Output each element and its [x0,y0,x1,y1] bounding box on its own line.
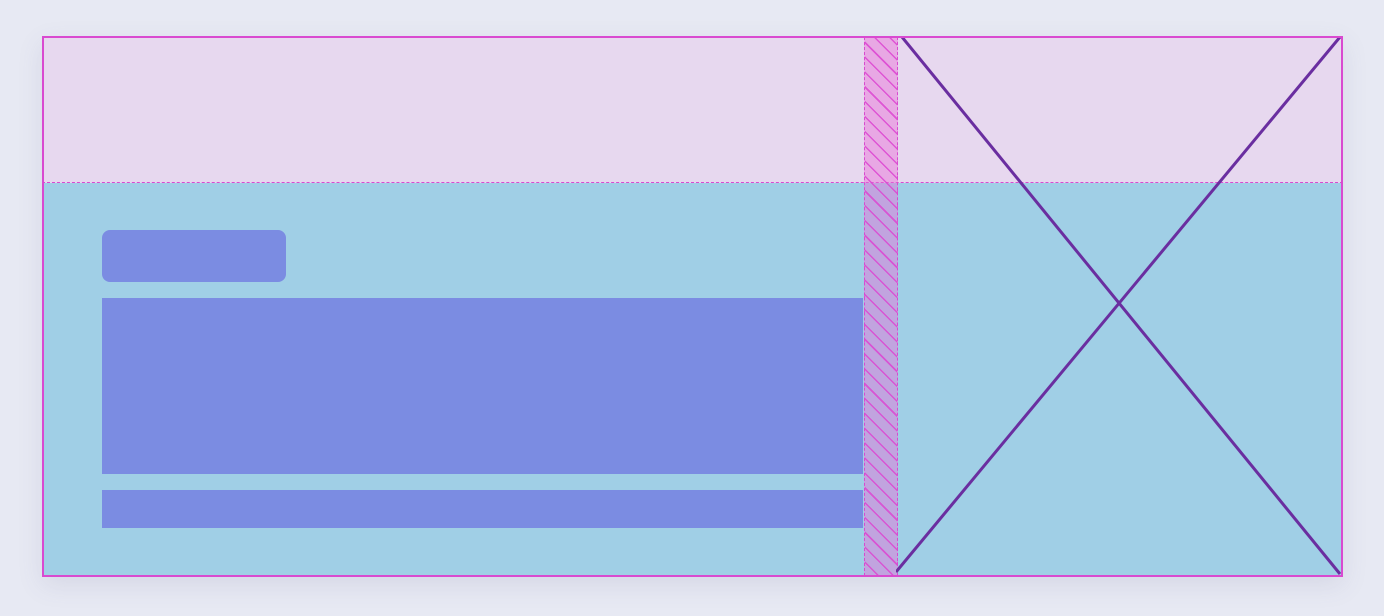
band-divider-guide [42,182,1343,183]
image-placeholder-cross-icon [896,37,1342,575]
headline-placeholder-block [102,298,863,474]
badge-placeholder-block [102,230,286,282]
image-placeholder [896,37,1342,576]
column-gutter-guide [864,37,898,576]
subtext-placeholder-block [102,490,863,528]
